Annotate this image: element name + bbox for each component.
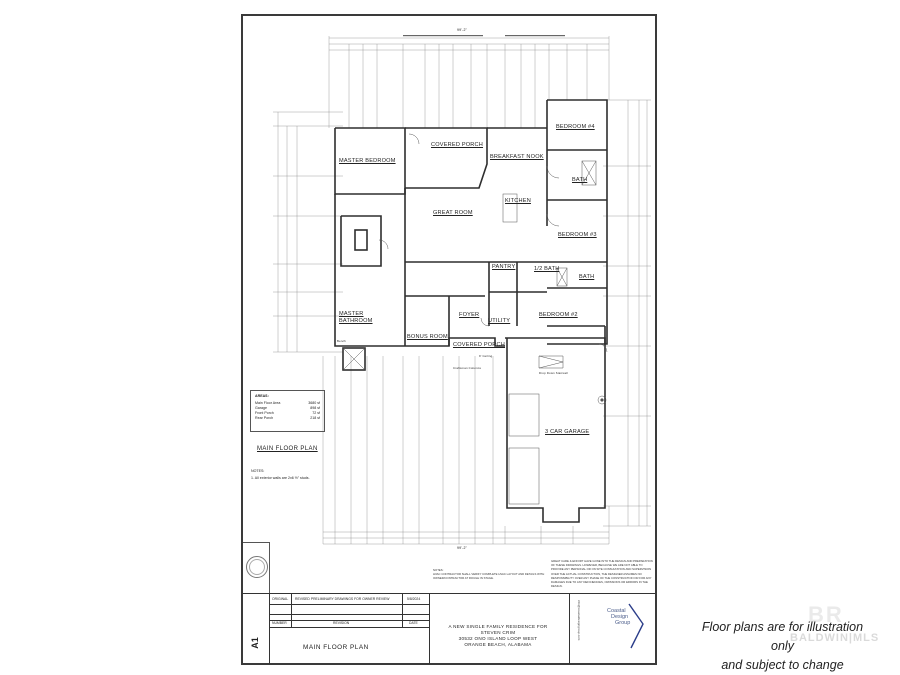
floor-plan-drawing <box>273 35 651 545</box>
client-address: 30532 ONO ISLAND LOOP WEST <box>458 636 538 641</box>
room-label-half-bath: 1/2 BATH <box>534 266 560 272</box>
room-label-master-bedroom: MASTER BEDROOM <box>339 158 396 164</box>
areas-row: Front Porch 72 sf <box>255 411 320 416</box>
room-label-bedroom-2: BEDROOM #2 <box>539 312 578 318</box>
room-label-bath: BATH <box>572 177 588 183</box>
overall-dimension-top: 99'-2" <box>457 28 468 32</box>
hvac-note-text: HVAC CONTRACTOR SHALL VERIFY COMPLETE HV… <box>433 572 545 581</box>
areas-row: Main Floor Area 3680 sf <box>255 401 320 406</box>
room-label-breakfast-nook: BREAKFAST NOOK <box>490 154 544 160</box>
areas-header: AREAS: <box>255 394 269 398</box>
area-value: 72 sf <box>312 411 320 415</box>
seal-box <box>243 542 270 598</box>
disclaimer-line2: and subject to change <box>721 658 844 672</box>
logo-line2: Design <box>611 614 629 621</box>
client-name: STEVEN CRIM <box>480 630 516 635</box>
design-disclaimer: GREAT CARE & EFFORT HAVE GONE INTO THE D… <box>551 559 653 589</box>
sheet-number: A1 <box>249 637 260 649</box>
notes-block: NOTES: 1. All exterior walls are 2x6 ½" … <box>251 468 310 482</box>
client-line1: A NEW SINGLE FAMILY RESIDENCE FOR <box>448 624 548 629</box>
area-label: Garage <box>255 406 267 410</box>
craftsman-columns-label: Craftsman Columns <box>453 366 482 370</box>
room-label-bath-2: BATH <box>579 274 595 280</box>
ceiling-label: 9' Ceiling <box>479 354 493 358</box>
notes-header: NOTES: <box>251 469 265 473</box>
room-label-master-bathroom: MASTER BATHROOM <box>339 311 373 324</box>
firm-contact: info@coastaldesigngroup.com <box>577 600 581 641</box>
overall-dimension-bottom: 99'-2" <box>457 546 468 550</box>
firm-logo-block: info@coastaldesigngroup.com Coastal Desi… <box>571 594 655 664</box>
revision-date: 5/8/2024 <box>407 597 421 601</box>
note-item: 1. All exterior walls are 2x6 ½" studs. <box>251 476 310 480</box>
revision-text: REVISED PRELIMINARY DRAWINGS FOR OWNER R… <box>295 597 390 601</box>
floor-plan-sheet: MASTER BEDROOM COVERED PORCH BREAKFAST N… <box>241 14 657 665</box>
area-label: Main Floor Area <box>255 401 281 405</box>
disclaimer-line1: Floor plans are for illustration only <box>701 620 864 653</box>
areas-row: Garage 898 sf <box>255 406 320 411</box>
header-revision: REVISION <box>333 621 350 625</box>
area-value: 218 sf <box>310 416 320 420</box>
revision-number: ORIGINAL <box>272 597 289 601</box>
header-number: NUMBER <box>272 621 287 625</box>
revision-header-row: NUMBER REVISION DATE <box>269 620 429 627</box>
area-value: 898 sf <box>310 406 320 410</box>
drop-down-stair-label: Drop Down Stairwell <box>539 371 569 375</box>
room-label-pantry: PANTRY <box>492 264 516 270</box>
watermark-text: BALDWIN|MLS <box>790 632 880 644</box>
room-label-foyer: FOYER <box>459 312 480 318</box>
illustration-disclaimer: Floor plans are for illustration only an… <box>690 618 875 675</box>
title-block: ORIGINAL REVISED PRELIMINARY DRAWINGS FO… <box>243 593 655 664</box>
bench-label: Bench <box>337 339 346 343</box>
room-label-garage: 3 CAR GARAGE <box>545 429 590 435</box>
area-value: 3680 sf <box>308 401 320 405</box>
engineer-seal-icon <box>246 556 268 578</box>
room-label-bedroom-4: BEDROOM #4 <box>556 124 595 130</box>
room-label-utility: UTILITY <box>488 318 511 324</box>
hvac-note-header: NOTES: <box>433 568 444 572</box>
revision-row: ORIGINAL REVISED PRELIMINARY DRAWINGS FO… <box>269 594 429 605</box>
room-label-kitchen: KITCHEN <box>505 198 531 204</box>
room-label-bedroom-3: BEDROOM #3 <box>558 232 597 238</box>
revision-table: ORIGINAL REVISED PRELIMINARY DRAWINGS FO… <box>269 594 430 628</box>
room-label-covered-porch-rear: COVERED PORCH <box>431 142 484 148</box>
area-label: Rear Porch <box>255 416 274 420</box>
revision-row-empty <box>269 614 429 621</box>
client-info: A NEW SINGLE FAMILY RESIDENCE FOR STEVEN… <box>433 624 563 648</box>
logo-line1: Coastal <box>607 608 626 614</box>
areas-table: AREAS: Main Floor Area 3680 sf Garage 898 … <box>250 390 325 432</box>
seal-inner-ring <box>249 559 265 575</box>
hvac-note: NOTES: HVAC CONTRACTOR SHALL VERIFY COMP… <box>433 568 545 581</box>
logo-chevron-icon <box>628 603 644 649</box>
room-label-covered-porch-front: COVERED PORCH <box>453 342 506 348</box>
plan-title: MAIN FLOOR PLAN <box>257 446 318 452</box>
watermark-logo: BR <box>808 602 844 627</box>
revision-row-empty <box>269 604 429 615</box>
firm-logo: Coastal Design Group <box>607 608 630 627</box>
area-label: Front Porch <box>255 411 274 415</box>
client-city: ORANGE BEACH, ALABAMA <box>464 642 532 647</box>
room-label-great-room: GREAT ROOM <box>433 210 473 216</box>
sheet-title: MAIN FLOOR PLAN <box>303 644 369 651</box>
logo-line3: Group <box>615 620 631 627</box>
room-label-bonus-room: BONUS ROOM <box>407 334 448 340</box>
areas-row: Rear Porch 218 sf <box>255 416 320 421</box>
header-date: DATE <box>409 621 418 625</box>
